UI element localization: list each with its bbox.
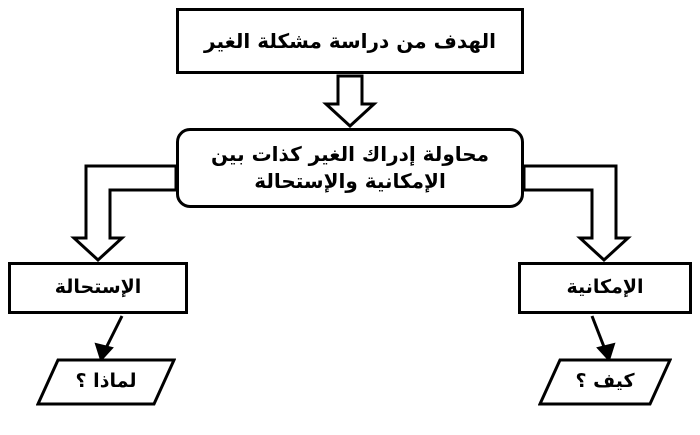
node-goal-label: الهدف من دراسة مشكلة الغير [204,28,496,53]
node-attempt: محاولة إدراك الغير كذات بين الإمكانية وا… [176,128,524,208]
edge-attempt-to-impossible [70,164,178,263]
node-possible: الإمكانية [518,262,692,314]
parallelogram-shape-why [36,358,176,406]
edge-possible-to-how-head [596,342,616,362]
node-why-label: لماذا ؟ [75,370,137,393]
parallelogram-shape-how [538,358,672,406]
node-impossible: الإستحالة [8,262,188,314]
node-how: كيف ؟ [538,358,672,406]
node-why: لماذا ؟ [36,358,176,406]
edge-attempt-to-possible [522,164,632,263]
node-how-label: كيف ؟ [575,370,635,393]
node-possible-label: الإمكانية [566,276,644,299]
node-impossible-label: الإستحالة [54,276,142,299]
node-attempt-label: محاولة إدراك الغير كذات بين الإمكانية وا… [210,142,490,193]
edge-goal-to-attempt [322,74,378,129]
node-goal: الهدف من دراسة مشكلة الغير [176,8,524,74]
edge-impossible-to-why-head [94,342,114,362]
